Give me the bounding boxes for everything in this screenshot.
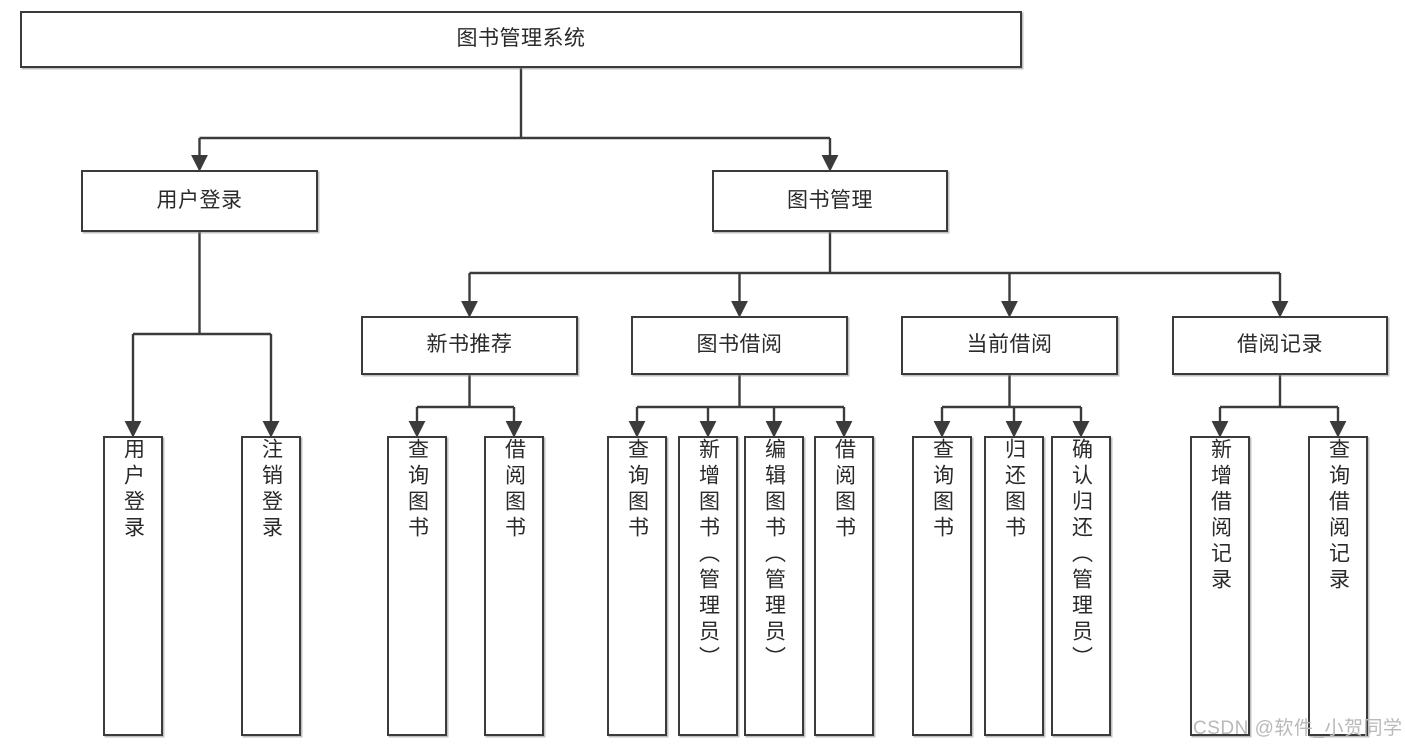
node-leaf6[interactable]: 新增图书（管理员） bbox=[678, 436, 738, 736]
node-leaf8[interactable]: 借阅图书 bbox=[814, 436, 874, 736]
csdn-watermark: CSDN @软件_小贺同学 bbox=[1193, 718, 1403, 739]
node-current[interactable]: 当前借阅 bbox=[901, 316, 1118, 375]
node-leaf9[interactable]: 查询图书 bbox=[912, 436, 972, 736]
node-leaf11[interactable]: 确认归还（管理员） bbox=[1051, 436, 1111, 736]
node-label: 确认归还（管理员） bbox=[1069, 438, 1093, 672]
node-label: 编辑图书（管理员） bbox=[762, 438, 786, 672]
node-label: 用户登录 bbox=[156, 188, 243, 212]
node-login[interactable]: 用户登录 bbox=[81, 170, 318, 232]
node-label: 借阅记录 bbox=[1237, 333, 1323, 357]
node-label: 用户登录 bbox=[121, 438, 145, 542]
node-leaf3[interactable]: 查询图书 bbox=[387, 436, 447, 736]
node-leaf1[interactable]: 用户登录 bbox=[103, 436, 163, 736]
node-label: 新增图书（管理员） bbox=[696, 438, 720, 672]
node-leaf13[interactable]: 查询借阅记录 bbox=[1308, 436, 1368, 736]
node-newbook[interactable]: 新书推荐 bbox=[361, 316, 578, 375]
node-bookmgmt[interactable]: 图书管理 bbox=[712, 170, 948, 232]
node-label: 当前借阅 bbox=[966, 333, 1053, 357]
node-label: 新增借阅记录 bbox=[1208, 438, 1232, 594]
node-label: 借阅图书 bbox=[832, 438, 856, 542]
node-records[interactable]: 借阅记录 bbox=[1172, 316, 1388, 375]
node-label: 借阅图书 bbox=[502, 438, 526, 542]
node-label: 图书借阅 bbox=[696, 333, 783, 357]
node-label: 查询图书 bbox=[405, 438, 429, 542]
node-root[interactable]: 图书管理系统 bbox=[20, 11, 1022, 68]
node-borrow[interactable]: 图书借阅 bbox=[631, 316, 848, 375]
node-label: 查询图书 bbox=[625, 438, 649, 542]
node-leaf5[interactable]: 查询图书 bbox=[607, 436, 667, 736]
node-leaf10[interactable]: 归还图书 bbox=[984, 436, 1044, 736]
node-label: 新书推荐 bbox=[426, 333, 513, 357]
node-label: 图书管理 bbox=[787, 188, 873, 212]
node-leaf2[interactable]: 注销登录 bbox=[241, 436, 301, 736]
node-leaf7[interactable]: 编辑图书（管理员） bbox=[744, 436, 804, 736]
node-leaf4[interactable]: 借阅图书 bbox=[484, 436, 544, 736]
node-label: 查询借阅记录 bbox=[1326, 438, 1350, 594]
node-label: 图书管理系统 bbox=[456, 27, 586, 51]
node-leaf12[interactable]: 新增借阅记录 bbox=[1190, 436, 1250, 736]
node-label: 注销登录 bbox=[259, 438, 283, 542]
node-label: 归还图书 bbox=[1002, 438, 1026, 542]
node-label: 查询图书 bbox=[930, 438, 954, 542]
